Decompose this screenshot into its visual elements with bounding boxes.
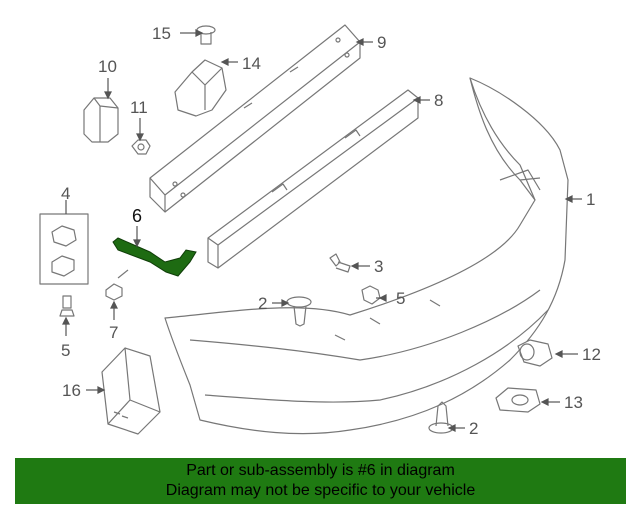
info-banner: Part or sub-assembly is #6 in diagram Di… bbox=[15, 458, 626, 504]
part-4-retainer-kit[interactable] bbox=[39, 213, 89, 285]
callout-4: 4 bbox=[61, 184, 70, 203]
callout-10: 10 bbox=[98, 57, 117, 76]
callout-2-lower: 2 bbox=[469, 419, 478, 438]
callout-16: 16 bbox=[62, 381, 81, 400]
callout-7: 7 bbox=[109, 323, 118, 342]
part-11-nut[interactable] bbox=[131, 139, 151, 155]
callout-6: 6 bbox=[132, 206, 142, 226]
leader-lines bbox=[62, 29, 582, 432]
callout-15: 15 bbox=[152, 24, 171, 43]
part-8-energy-absorber[interactable] bbox=[207, 89, 419, 269]
banner-line-1: Part or sub-assembly is #6 in diagram bbox=[186, 462, 455, 479]
part-14-bracket[interactable] bbox=[174, 59, 227, 117]
banner-line-2: Diagram may not be specific to your vehi… bbox=[165, 482, 476, 499]
part-2-push-pin-lower[interactable] bbox=[428, 401, 454, 434]
part-6-bracket-highlighted[interactable] bbox=[112, 237, 197, 277]
callout-5-left: 5 bbox=[61, 341, 70, 360]
part-12-parking-sensor[interactable] bbox=[517, 339, 553, 367]
callout-13: 13 bbox=[564, 393, 583, 412]
part-9-reinforcement-beam[interactable] bbox=[149, 24, 361, 213]
callout-1: 1 bbox=[586, 190, 595, 209]
callout-12: 12 bbox=[582, 345, 601, 364]
callout-9: 9 bbox=[377, 33, 386, 52]
part-13-sensor-holder[interactable] bbox=[495, 387, 541, 413]
parts-diagram: 15 14 9 8 10 11 4 6 1 3 2 5 5 7 12 16 13… bbox=[39, 24, 601, 438]
callout-14: 14 bbox=[242, 54, 261, 73]
callout-3: 3 bbox=[374, 257, 383, 276]
part-10-bracket[interactable] bbox=[83, 97, 119, 143]
part-1-bumper-cover[interactable] bbox=[164, 77, 569, 435]
part-15-push-clip[interactable] bbox=[196, 25, 216, 45]
part-3-bolt[interactable] bbox=[329, 253, 351, 273]
part-16-control-module[interactable] bbox=[101, 347, 161, 435]
callout-8: 8 bbox=[434, 91, 443, 110]
callout-11: 11 bbox=[130, 98, 148, 117]
part-7-screw[interactable] bbox=[105, 269, 129, 301]
callout-5-right: 5 bbox=[396, 289, 405, 308]
part-5-bolt-left[interactable] bbox=[59, 295, 75, 317]
part-5-nut-right[interactable] bbox=[361, 285, 381, 305]
callout-2-upper: 2 bbox=[258, 294, 267, 313]
